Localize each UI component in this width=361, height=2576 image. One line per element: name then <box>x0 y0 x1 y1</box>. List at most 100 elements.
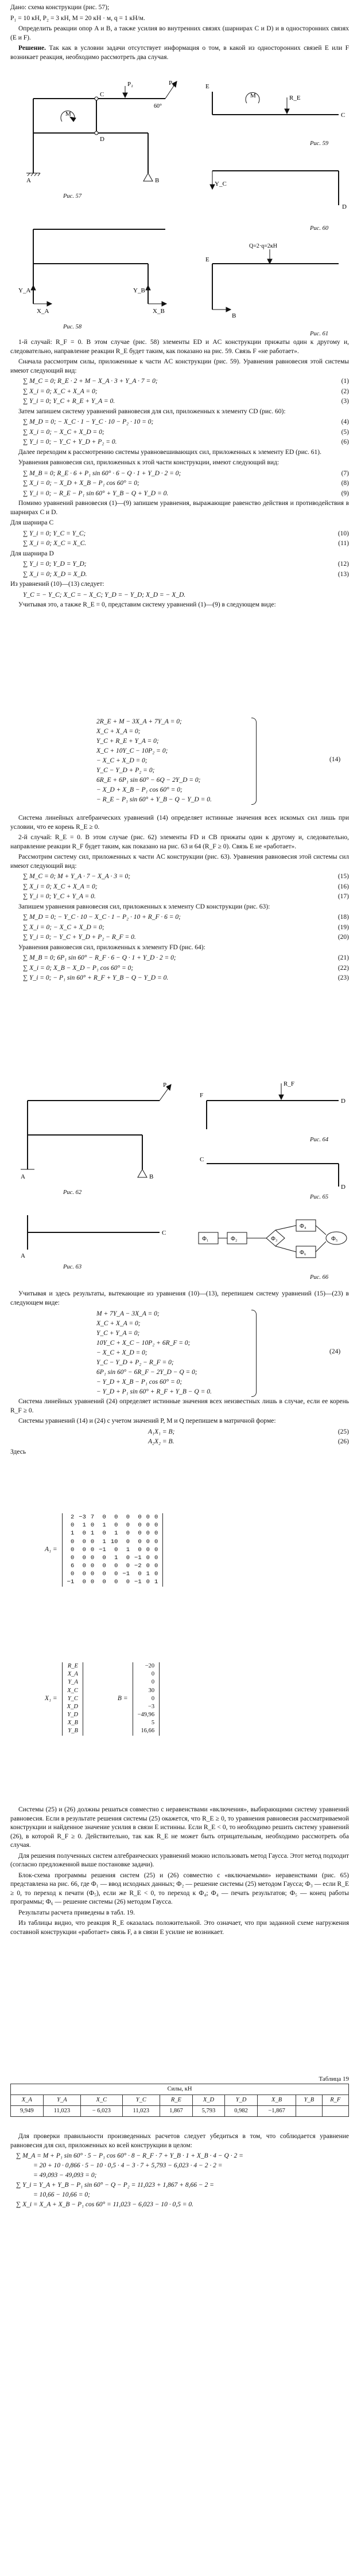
matrix-cell: 0 <box>138 1546 142 1553</box>
equation-row: A₁X₁ = B;(25) <box>148 1428 349 1435</box>
solution-notes: Системы (25) и (26) должны решаться совм… <box>10 1806 349 1939</box>
figure-66-flowchart: Ф₁ Ф₂ Ф₃ Ф₄ Ф₆ Ф₅ <box>195 1209 350 1273</box>
matrix-cell: 0 <box>90 1546 95 1553</box>
system-line: Y_C − Y_D + P₂ − R_F = 0; <box>96 1359 174 1367</box>
fig58-label-xb: X_B <box>153 308 165 315</box>
fig61-label-e: E <box>205 256 209 263</box>
equation-row: ∑ X_i = 0; − X_C + X_D = 0;(19) <box>23 923 349 931</box>
fig57-label-m: M <box>65 111 71 118</box>
equation-row: ∑ Y_i = 0; − Y_C + Y_D + P₂ − R_F = 0.(2… <box>23 934 349 941</box>
caption-fig-66: Рис. 66 <box>310 1274 329 1281</box>
caption-fig-61: Рис. 61 <box>310 331 329 337</box>
fig59-label-m: M <box>250 92 256 99</box>
fig62-label-b: B <box>149 1173 153 1180</box>
fig58-label-yb: Y_B <box>133 287 145 294</box>
table-value-cell: 1,867 <box>160 2105 193 2117</box>
figure-60: Y_C D <box>201 154 350 222</box>
matrix-cell: 0 <box>82 1563 86 1570</box>
text-block-4: Помимо уравнений равновесия (1)—(9) запи… <box>10 500 349 516</box>
matrix-cell: 0 <box>82 1530 86 1537</box>
matrix-cell: 1 <box>126 1546 130 1553</box>
matrix-cell: 0 <box>82 1554 86 1561</box>
matrix-cell: 0 <box>138 1514 142 1521</box>
equation-row: ∑ Y_i = 0; − Y_C + Y_D + P₂ = 0.(6) <box>23 439 349 446</box>
matrix-cell: 0 <box>82 1579 86 1586</box>
figure-58-drawing: X_A Y_A X_B Y_B <box>18 229 168 315</box>
matrix-cell: −1 <box>134 1554 142 1561</box>
solution-text: Так как в условии задачи отсутствует инф… <box>10 45 350 61</box>
matrix-cell: 0 <box>138 1530 142 1537</box>
matrix-cell: 1 <box>82 1522 86 1529</box>
vector-b-cell: 5 <box>151 1720 155 1727</box>
matrix-cell: 0 <box>90 1522 95 1529</box>
fig57-label-b: B <box>155 177 159 184</box>
matrix-cell: 0 <box>114 1563 118 1570</box>
vector-b-label: B = <box>117 1695 128 1702</box>
text-block-6: Учитывая это, а также R_E = 0, представи… <box>18 601 276 609</box>
equation-row: A₂X₂ = B.(26) <box>148 1438 349 1446</box>
matrix-cell: 0 <box>102 1530 106 1537</box>
matrix-cell: 0 <box>146 1563 150 1570</box>
case1-text-b: Сначала рассмотрим силы, приложенные к ч… <box>10 358 349 374</box>
text-block-5: Из уравнений (10)—(13) следует: <box>10 581 104 588</box>
task-text: Определить реакции опор A и B, а также у… <box>10 25 349 41</box>
vector-x1-label: X₁ = <box>45 1695 57 1702</box>
matrix-cell: 7 <box>90 1514 95 1521</box>
flow-block-f6: Ф₆ <box>300 1250 306 1256</box>
text-block-9: Рассмотрим систему сил, приложенных к ча… <box>10 854 349 870</box>
matrix-cell: 0 <box>126 1530 130 1537</box>
text-block-3: Далее переходим к рассмотрению системы у… <box>18 448 321 456</box>
table-header-cell: R_E <box>160 2095 193 2107</box>
caption-fig-62: Рис. 62 <box>63 1189 82 1196</box>
vector-b-cell: 16,66 <box>141 1728 155 1735</box>
text-block-2: Затем запишем систему уравнений равновес… <box>18 408 286 415</box>
system-line: Y_C + Y_A = 0; <box>96 1330 140 1337</box>
matrix-cell: 0 <box>146 1579 150 1586</box>
equation-row: ∑ M_C = 0; R_E · 2 + M − X_A · 3 + Y_A ·… <box>23 378 349 385</box>
text-block-16: Для решения полученных систем алгебраиче… <box>10 1852 349 1869</box>
figure-59: E M R_E C <box>201 80 350 138</box>
matrix-cell: 0 <box>70 1546 75 1553</box>
equations-15-17: ∑ M_C = 0; M + Y_A · 7 − X_A · 3 = 0;(15… <box>10 872 349 902</box>
given-text: Дано: схема конструкции (рис. 57); <box>10 4 110 11</box>
table-value-cell: 11,023 <box>42 2105 81 2117</box>
equation-row: ∑ X_i = 0; X_C + X_A = 0;(2) <box>23 387 349 395</box>
matrix-cell: −1 <box>122 1571 130 1578</box>
matrix-cell: 0 <box>126 1579 130 1586</box>
figure-65: D C <box>195 1146 350 1192</box>
figure-62-drawing: A B P₁ <box>21 1082 172 1180</box>
text-block-18: Результаты расчета приведены в табл. 19. <box>18 1909 135 1916</box>
fig63-label-a: A <box>21 1252 25 1259</box>
fig60-label-yc: Y_C <box>215 181 227 187</box>
fig61-label-b: B <box>232 312 236 319</box>
fig65-label-d: D <box>341 1184 346 1191</box>
text-block-17: Блок-схема программы решения систем (25)… <box>10 1872 349 1906</box>
matrix-cell: 0 <box>126 1554 130 1561</box>
caption-fig-60: Рис. 60 <box>310 225 329 232</box>
given-values: P₁ = 10 кН, P₂ = 3 кН, M = 20 кН · м, q … <box>10 14 145 22</box>
matrix-cell: 1 <box>102 1522 106 1529</box>
table-header-cell: X_B <box>257 2095 297 2107</box>
text-block-12: Учитывая и здесь результаты, вытекающие … <box>10 1290 349 1306</box>
matrix-cell: 0 <box>114 1546 118 1553</box>
figure-57-drawing: A B C D M P₁ P₂ 60° <box>26 80 177 184</box>
matrix-cell: 1 <box>146 1571 150 1578</box>
equation-row: ∑ Y_i = 0; Y_C = Y_C;(10) <box>23 530 349 537</box>
matrix-cell: 0 <box>126 1538 130 1545</box>
text-block-15: Системы (25) и (26) должны решаться совм… <box>10 1806 349 1849</box>
matrix-cell: 0 <box>154 1514 158 1521</box>
figure-62: A B P₁ <box>10 1078 183 1187</box>
matrix-cell: 0 <box>102 1514 106 1521</box>
verification-section: Для проверки правильности произведенных … <box>10 2132 349 2210</box>
table-value-cell: 5,793 <box>192 2105 226 2117</box>
vector-x1-cell: X_B <box>67 1720 78 1727</box>
matrix-cell: 0 <box>154 1546 158 1553</box>
system-line: M + 7Y_A − 3X_A = 0; <box>96 1310 160 1318</box>
matrix-cell: 0 <box>138 1571 142 1578</box>
system-24-number: (24) <box>329 1348 341 1356</box>
